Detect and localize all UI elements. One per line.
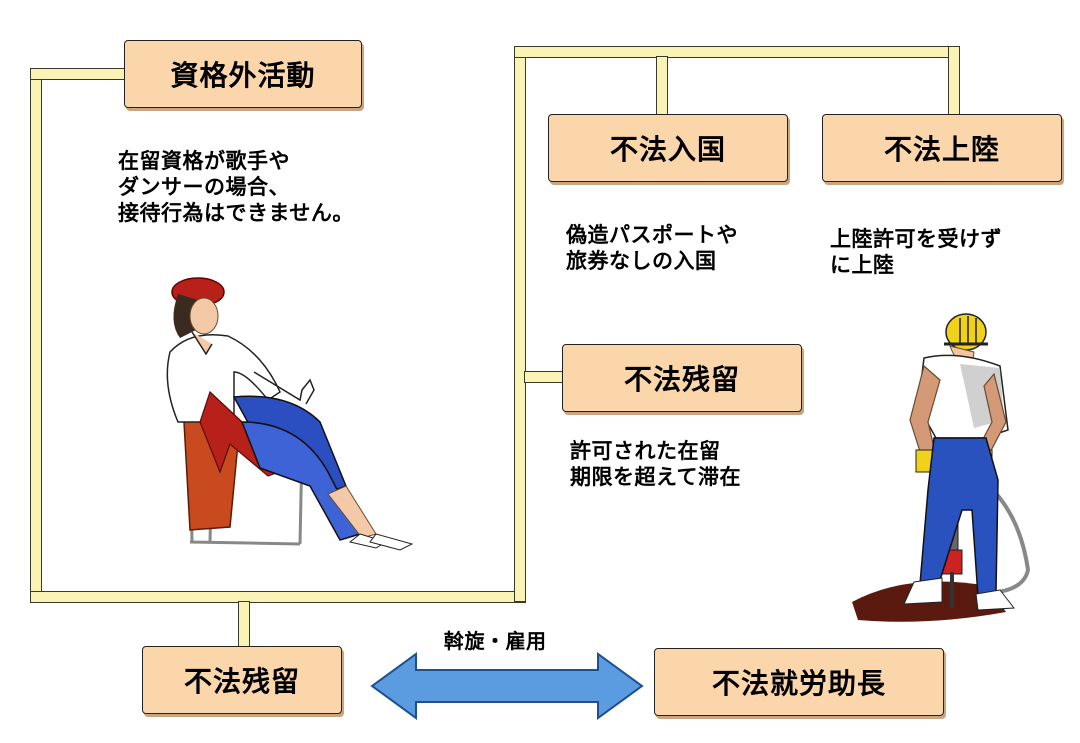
- connector-to-overstay-mid: [524, 371, 564, 383]
- box-illegal-landing: 不法上陸: [822, 114, 1062, 182]
- connector-down-to-overstay: [238, 601, 250, 649]
- desc-extra-activity: 在留資格が歌手や ダンサーの場合、 接待行為はできません。: [118, 149, 354, 225]
- desc-illegal-landing: 上陸許可を受けず に上陸: [830, 227, 1002, 277]
- box-employment-aid: 不法就労助長: [654, 648, 944, 716]
- box-extra-activity: 資格外活動: [124, 40, 362, 108]
- connector-to-illegal-entry: [656, 56, 668, 116]
- double-arrow-icon: [370, 652, 644, 720]
- connector-right-trunk: [514, 46, 526, 602]
- box-overstay-bottom: 不法残留: [142, 646, 342, 714]
- arrow-label: 斡旋・雇用: [444, 629, 547, 653]
- desc-illegal-entry: 偽造パスポートや 旅券なしの入国: [566, 223, 738, 273]
- seated-woman-illustration: [166, 277, 414, 551]
- connector-left-frame-top: [30, 68, 128, 80]
- construction-worker-illustration: [852, 313, 1031, 622]
- box-illegal-entry: 不法入国: [548, 114, 788, 182]
- connector-right-top: [514, 46, 960, 58]
- connector-left-frame-vertical: [30, 68, 42, 602]
- box-overstay-mid: 不法残留: [562, 344, 802, 412]
- desc-overstay: 許可された在留 期限を超えて滞在: [570, 439, 741, 489]
- connector-bottom-horizontal: [30, 591, 526, 603]
- connector-to-illegal-landing: [948, 46, 960, 116]
